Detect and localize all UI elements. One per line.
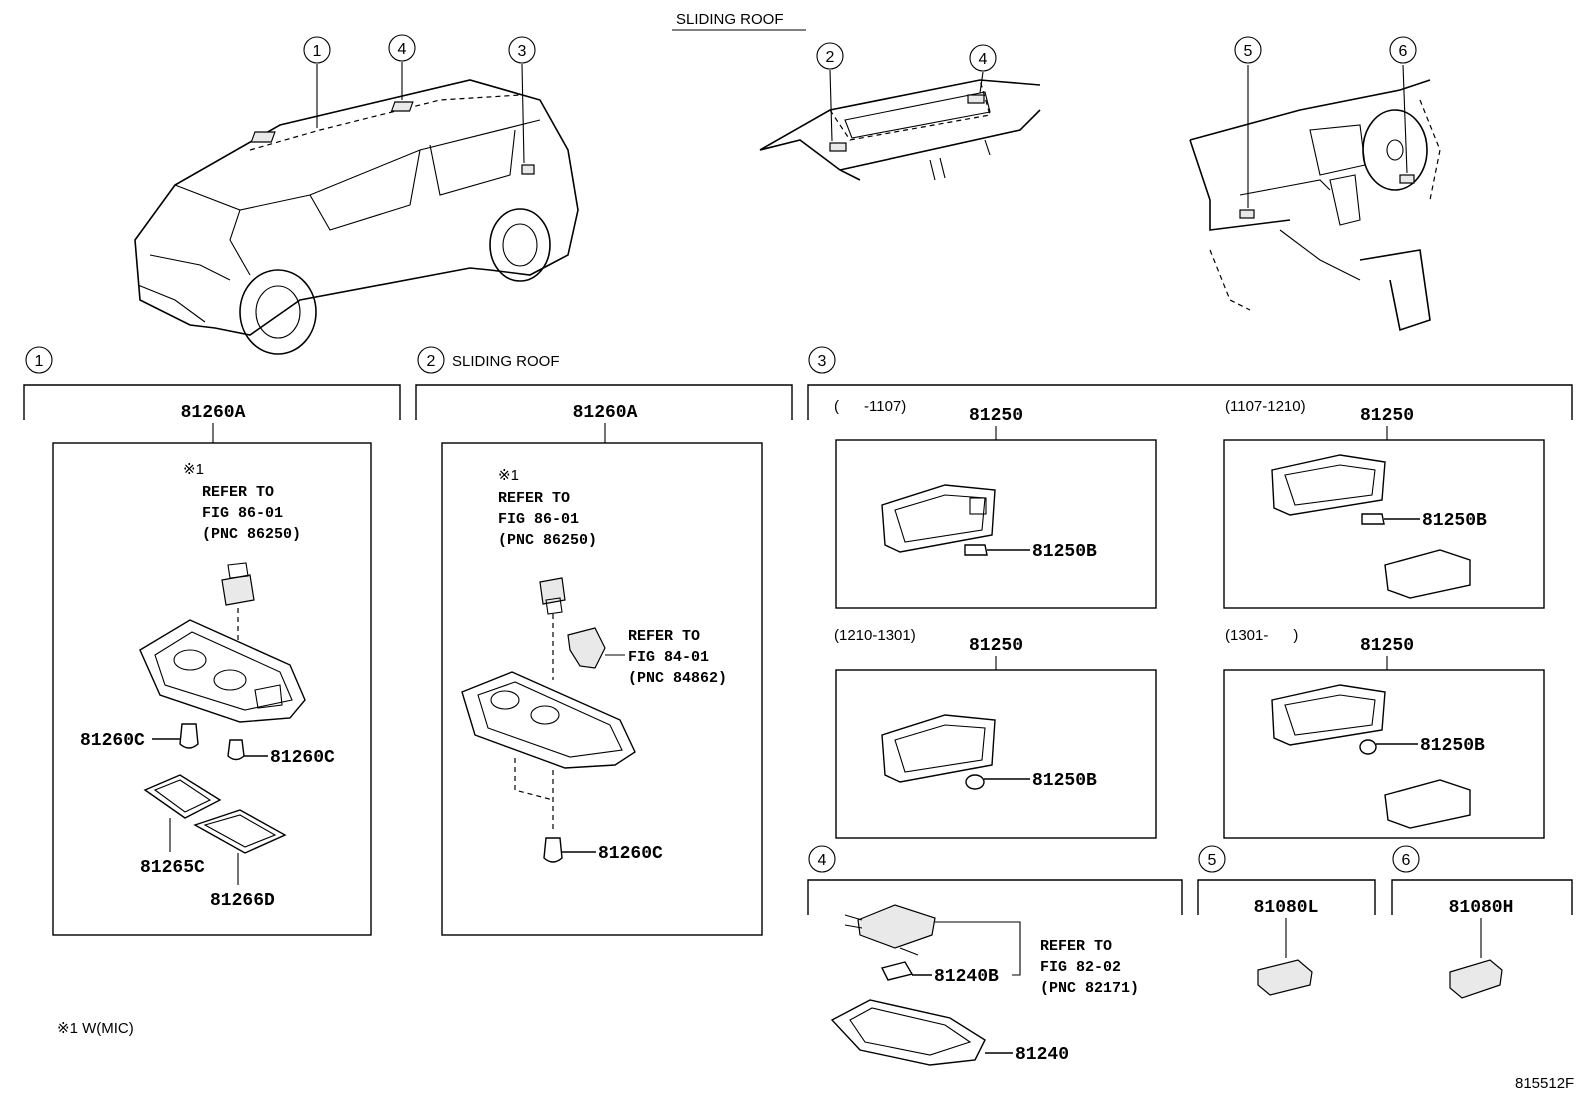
svg-text:81250B: 81250B bbox=[1422, 511, 1487, 531]
svg-text:FIG 84-01: FIG 84-01 bbox=[628, 649, 709, 666]
dome-lamp-icon bbox=[881, 484, 996, 553]
part-81240: 81240 bbox=[1015, 1045, 1069, 1065]
sensor-icon bbox=[567, 627, 625, 669]
bulb-icon bbox=[965, 774, 985, 790]
dome-lamp-icon bbox=[139, 619, 306, 723]
svg-text:(PNC 84862): (PNC 84862) bbox=[628, 670, 727, 687]
lens-icon bbox=[1384, 779, 1471, 829]
svg-text:FIG 86-01: FIG 86-01 bbox=[498, 511, 579, 528]
svg-text:81250: 81250 bbox=[969, 406, 1023, 426]
switch-icon bbox=[539, 577, 566, 615]
svg-text:5: 5 bbox=[1244, 43, 1253, 60]
svg-text:REFER TO: REFER TO bbox=[628, 628, 700, 645]
section-6-number: 6 bbox=[1402, 852, 1411, 869]
dome-lamp-icon bbox=[881, 714, 996, 783]
svg-text:(PNC 86250): (PNC 86250) bbox=[498, 532, 597, 549]
top-illustrations: SLIDING ROOF bbox=[134, 11, 1441, 355]
svg-text:(1107-1210): (1107-1210) bbox=[1225, 398, 1306, 415]
svg-text:REFER TO: REFER TO bbox=[1040, 938, 1112, 955]
part-81240B: 81240B bbox=[934, 967, 999, 987]
dome-lamp-icon bbox=[1271, 454, 1386, 516]
section-1-assembly: 81260A bbox=[181, 403, 246, 423]
section-2: 2 SLIDING ROOF 81260A ※1 REFER TO FIG 86… bbox=[415, 346, 793, 936]
svg-text:※1: ※1 bbox=[498, 467, 519, 484]
sliding-roof-icon bbox=[759, 69, 1041, 181]
svg-text:4: 4 bbox=[398, 41, 407, 58]
section-2-title: SLIDING ROOF bbox=[452, 353, 560, 370]
bulb-icon bbox=[964, 544, 988, 556]
svg-text:FIG 82-02: FIG 82-02 bbox=[1040, 959, 1121, 976]
svg-text:(PNC 82171): (PNC 82171) bbox=[1040, 980, 1139, 997]
svg-text:REFER TO: REFER TO bbox=[498, 490, 570, 507]
section-4-number: 4 bbox=[818, 852, 827, 869]
section-4: 4 REFER TO FIG 82-02 (PNC 82171) 81240B … bbox=[807, 845, 1183, 1066]
callout-4: 4 bbox=[388, 34, 416, 62]
dome-lamp-icon bbox=[461, 671, 636, 769]
svg-text:6: 6 bbox=[1399, 43, 1408, 60]
section-6: 6 81080H bbox=[1391, 845, 1573, 999]
part-81260C-a: 81260C bbox=[80, 731, 145, 751]
svg-text:1: 1 bbox=[313, 43, 322, 60]
bulb-icon bbox=[1361, 513, 1385, 525]
figure-id: 815512F bbox=[1515, 1075, 1574, 1092]
svg-text:(1301- ): (1301- ) bbox=[1225, 627, 1298, 644]
callout-5: 5 bbox=[1234, 36, 1262, 64]
section-3-number: 3 bbox=[818, 353, 827, 370]
variant-1: ( -1107) 81250 81250B bbox=[834, 398, 1157, 609]
svg-text:81250B: 81250B bbox=[1420, 736, 1485, 756]
part-81266D: 81266D bbox=[210, 891, 275, 911]
variant-2: (1107-1210) 81250 81250B bbox=[1223, 398, 1545, 609]
bulb-icon bbox=[880, 961, 914, 981]
dome-lamp-icon bbox=[1271, 684, 1386, 746]
section-6-assembly: 81080H bbox=[1449, 898, 1514, 918]
svg-text:REFER TO: REFER TO bbox=[202, 484, 274, 501]
switch-icon bbox=[221, 562, 255, 606]
section-1-number: 1 bbox=[35, 353, 44, 370]
svg-text:FIG 86-01: FIG 86-01 bbox=[202, 505, 283, 522]
part-81260C: 81260C bbox=[598, 844, 663, 864]
section-5-assembly: 81080L bbox=[1254, 898, 1319, 918]
bulb-icon bbox=[543, 837, 563, 863]
lens-icon bbox=[1384, 549, 1471, 599]
note-mark: ※1 bbox=[183, 461, 204, 478]
section-3: 3 ( -1107) 81250 81250B (1107-1210) 8125… bbox=[807, 346, 1573, 839]
variant-4: (1301- ) 81250 81250B bbox=[1223, 627, 1545, 839]
svg-text:81250: 81250 bbox=[969, 636, 1023, 656]
svg-text:2: 2 bbox=[826, 49, 835, 66]
bulb-icon bbox=[179, 723, 245, 761]
bulb-icon bbox=[1359, 739, 1377, 755]
map-lamp-icon bbox=[1449, 959, 1503, 999]
svg-text:81250B: 81250B bbox=[1032, 771, 1097, 791]
svg-text:( -1107): ( -1107) bbox=[834, 398, 906, 415]
lens-icon bbox=[143, 774, 287, 854]
svg-text:81250B: 81250B bbox=[1032, 542, 1097, 562]
part-81265C: 81265C bbox=[140, 858, 205, 878]
map-lamp-icon bbox=[1257, 959, 1313, 996]
car-overview-icon bbox=[134, 62, 579, 355]
callout-1: 1 bbox=[303, 36, 331, 64]
svg-text:(1210-1301): (1210-1301) bbox=[834, 627, 916, 644]
svg-text:4: 4 bbox=[979, 51, 988, 68]
footnote: ※1 W(MIC) bbox=[57, 1020, 134, 1037]
section-5: 5 81080L bbox=[1197, 845, 1376, 996]
variant-3: (1210-1301) 81250 81250B bbox=[834, 627, 1157, 839]
dashboard-icon bbox=[1189, 64, 1441, 332]
part-81260C-b: 81260C bbox=[270, 748, 335, 768]
callout-3: 3 bbox=[508, 36, 536, 64]
svg-text:(PNC 86250): (PNC 86250) bbox=[202, 526, 301, 543]
sliding-roof-heading: SLIDING ROOF bbox=[676, 11, 784, 28]
dome-lamp-icon bbox=[830, 999, 986, 1066]
callout-2: 2 bbox=[816, 42, 844, 70]
harness-icon bbox=[844, 904, 936, 956]
section-5-number: 5 bbox=[1208, 852, 1217, 869]
callout-4b: 4 bbox=[969, 44, 997, 72]
section-2-assembly: 81260A bbox=[573, 403, 638, 423]
callout-6: 6 bbox=[1389, 36, 1417, 64]
svg-text:81250: 81250 bbox=[1360, 406, 1414, 426]
section-2-number: 2 bbox=[427, 353, 436, 370]
svg-text:81250: 81250 bbox=[1360, 636, 1414, 656]
svg-text:3: 3 bbox=[518, 43, 527, 60]
section-1: 1 81260A ※1 REFER TO FIG 86-01 (PNC 8625… bbox=[23, 346, 401, 936]
